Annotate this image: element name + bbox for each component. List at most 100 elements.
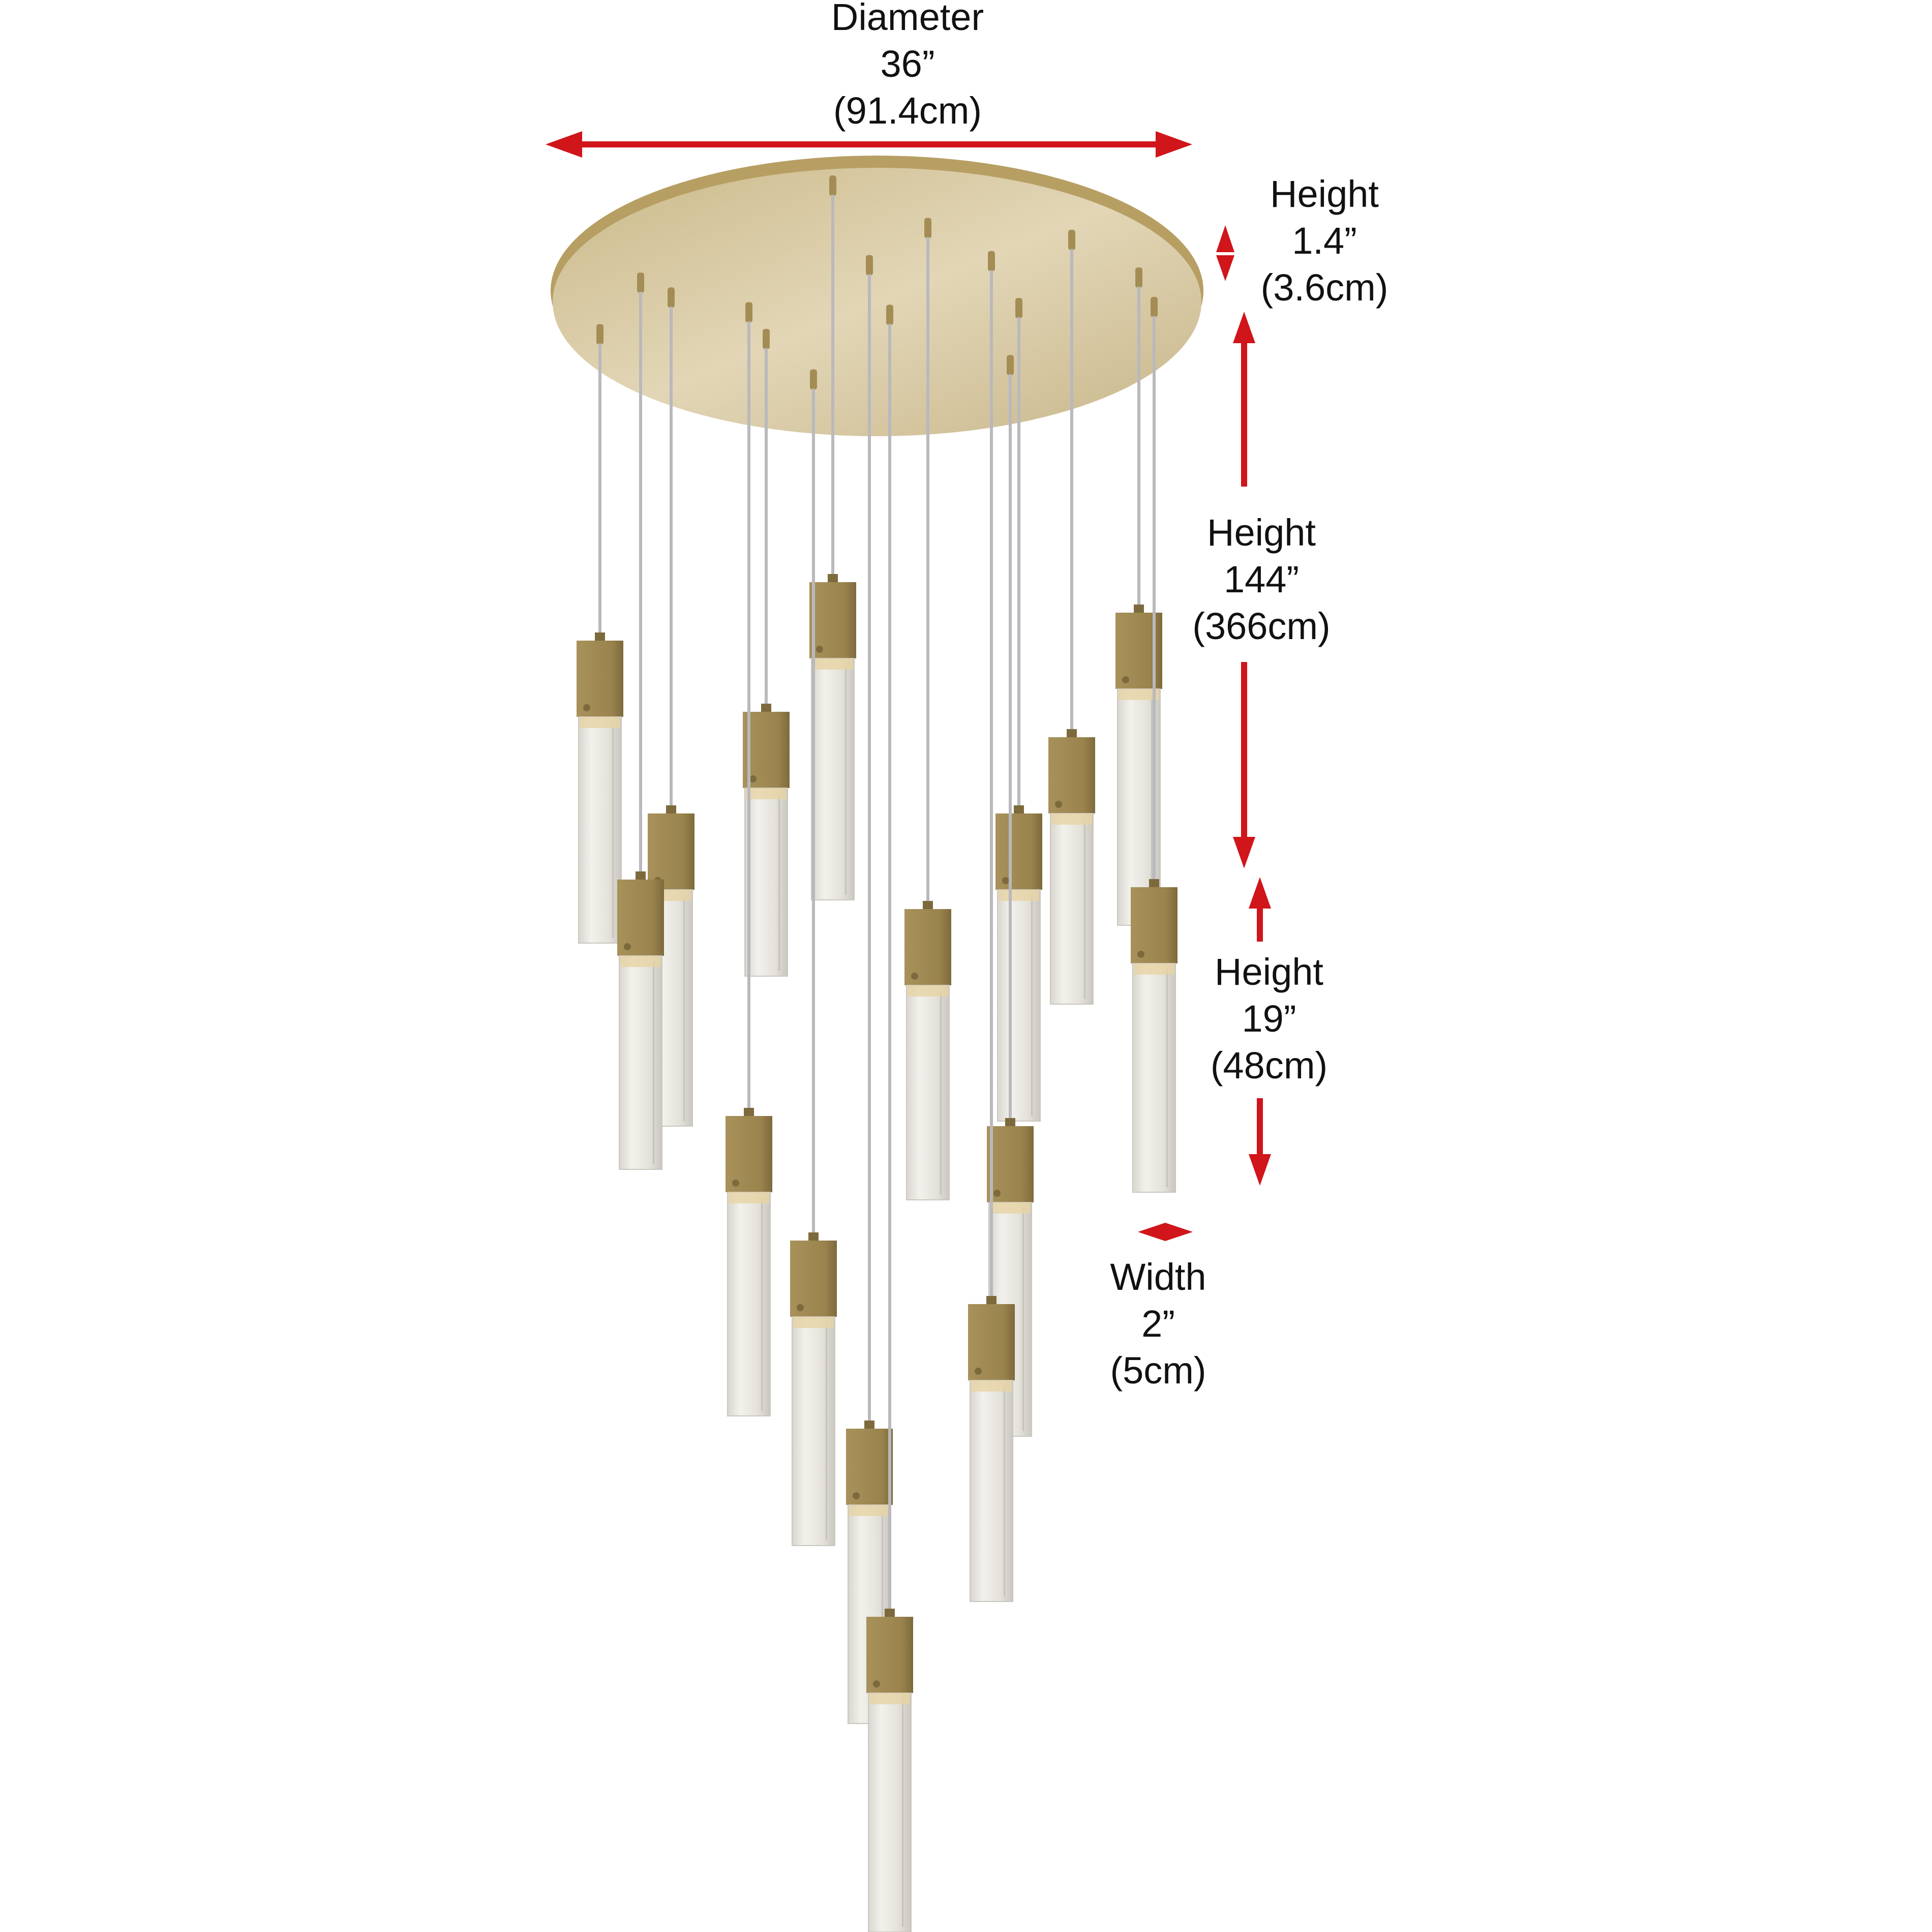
crystal-bar [1050, 813, 1094, 1005]
cap-screw [583, 704, 590, 711]
pendant [617, 273, 664, 1170]
pendant [904, 218, 951, 1200]
pendant-height-title: Height [1215, 951, 1323, 993]
crystal-edge-highlight [845, 663, 847, 895]
suspension-cable [747, 321, 750, 1116]
crystal-glow [812, 658, 853, 670]
pendant [866, 305, 913, 1932]
cap-screw [624, 943, 631, 950]
suspension-cable [868, 274, 871, 1429]
suspension-cable [1153, 316, 1156, 887]
suspension-cable [1137, 286, 1140, 613]
canopy-face [553, 168, 1201, 436]
mount-stud [668, 287, 675, 308]
crystal-bar [578, 716, 622, 944]
cap-collar [1067, 729, 1077, 738]
brass-cap [743, 712, 790, 788]
cap-screw [732, 1180, 739, 1187]
mount-stud [1151, 296, 1158, 317]
mount-stud [637, 273, 644, 293]
brass-cap [987, 1126, 1034, 1202]
mount-stud [829, 175, 836, 196]
suspension-cable [1009, 374, 1012, 1126]
brass-cap [648, 813, 695, 890]
crystal-bar [727, 1192, 771, 1416]
crystal-edge-highlight [1084, 819, 1085, 999]
crystal-edge-highlight [882, 1510, 883, 1718]
suspension-cable [831, 195, 834, 583]
pendant [1048, 229, 1095, 1005]
cap-screw [749, 775, 757, 782]
cap-screw [1122, 676, 1129, 683]
suspension-cable [990, 270, 993, 1304]
brass-cap [866, 1617, 913, 1693]
crystal-bar [811, 658, 855, 900]
pendant-height-arrow-icon [1249, 877, 1271, 1186]
brass-cap [1131, 887, 1178, 963]
overall-height-metric: (366cm) [1192, 605, 1331, 647]
crystal-edge-highlight [902, 1698, 903, 1927]
cap-screw [1055, 801, 1062, 808]
cap-collar [761, 704, 771, 713]
pendant-height-imperial: 19” [1242, 998, 1296, 1040]
cap-collar [666, 805, 676, 814]
cap-screw [975, 1368, 982, 1375]
cap-collar [828, 574, 838, 583]
cap-collar [744, 1108, 754, 1117]
pendant [809, 175, 856, 900]
crystal-edge-highlight [778, 793, 780, 971]
crystal-bar [906, 985, 950, 1200]
canopy-height-label: Height 1.4” (3.6cm) [1261, 171, 1388, 311]
mount-stud [1007, 355, 1014, 376]
pendant [790, 369, 837, 1546]
cap-collar [1014, 805, 1024, 814]
overall-height-title: Height [1207, 511, 1316, 554]
mount-stud [1135, 267, 1142, 288]
diameter-title: Diameter [831, 0, 984, 38]
crystal-glow [1051, 813, 1092, 825]
crystal-edge-highlight [653, 961, 654, 1164]
suspension-cable [670, 307, 673, 813]
crystal-edge-highlight [683, 895, 685, 1121]
crystal-edge-highlight [612, 722, 614, 938]
cap-collar [986, 1296, 997, 1305]
cap-collar [1149, 879, 1159, 888]
mount-stud [596, 324, 603, 345]
pendant-width-title: Width [1110, 1256, 1206, 1298]
cap-collar [636, 871, 646, 881]
pendant-height-label: Height 19” (48cm) [1211, 949, 1327, 1089]
overall-height-label: Height 144” (366cm) [1192, 509, 1330, 650]
brass-cap [995, 813, 1042, 890]
crystal-glow [971, 1380, 1012, 1392]
brass-cap [809, 582, 856, 658]
crystal-glow [1134, 963, 1174, 975]
suspension-cable [765, 348, 768, 712]
overall-height-imperial: 144” [1223, 558, 1300, 600]
crystal-edge-highlight [940, 990, 942, 1195]
diameter-metric: (91.4cm) [833, 89, 982, 132]
canopy-height-metric: (3.6cm) [1260, 266, 1388, 309]
brass-cap [790, 1241, 837, 1317]
crystal-glow [999, 890, 1039, 901]
crystal-bar [1132, 963, 1176, 1193]
pendant [726, 302, 772, 1416]
cap-screw [1137, 951, 1144, 958]
canopy-plate [551, 156, 1203, 436]
pendant [968, 251, 1015, 1602]
mount-stud [988, 251, 995, 271]
crystal-glow [1119, 689, 1159, 700]
crystal-glow [580, 717, 620, 728]
crystal-edge-highlight [1031, 895, 1033, 1116]
diameter-label: Diameter 36” (91.4cm) [831, 0, 984, 134]
pendant-height-metric: (48cm) [1210, 1044, 1328, 1086]
brass-cap [617, 880, 664, 956]
crystal-edge-highlight [1166, 969, 1168, 1187]
crystal-bar [868, 1693, 912, 1932]
pendant [577, 324, 623, 944]
mount-stud [866, 255, 873, 276]
crystal-glow [849, 1505, 890, 1516]
cap-screw [911, 973, 918, 980]
cap-screw [1002, 877, 1009, 884]
crystal-edge-highlight [1004, 1385, 1005, 1596]
